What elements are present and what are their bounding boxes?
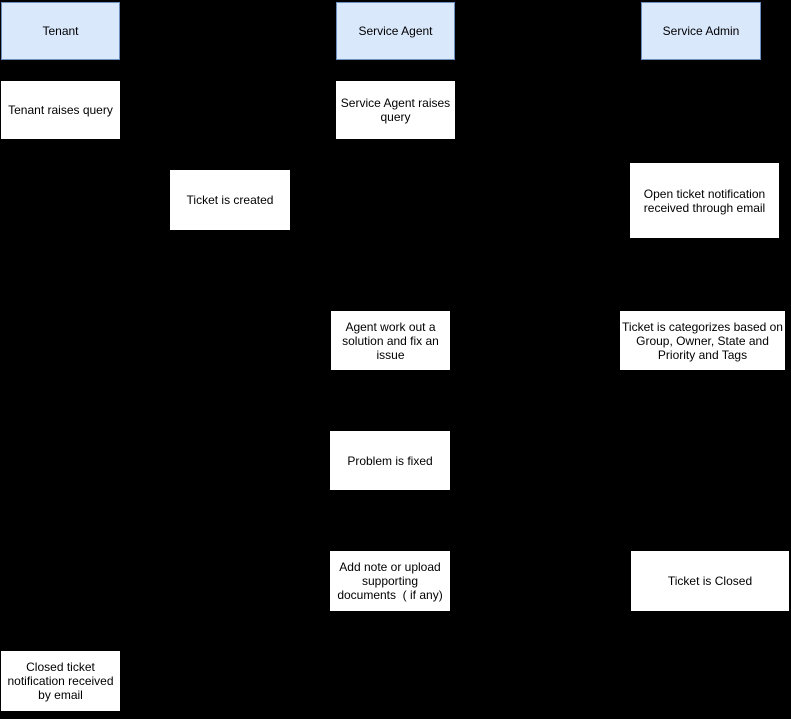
node-agent-work-out-solution: Agent work out a solution and fix an iss… [331, 311, 450, 370]
node-service-agent-raises-query: Service Agent raises query [336, 81, 455, 139]
node-ticket-categorized: Ticket is categorizes based on Group, Ow… [620, 311, 785, 370]
lane-header-service-admin-label: Service Admin [662, 24, 740, 38]
node-open-ticket-notification: Open ticket notification received throug… [630, 163, 779, 238]
lane-header-service-agent: Service Agent [336, 2, 455, 60]
node-add-note-upload-documents-label: Add note or upload supporting documents … [337, 560, 443, 602]
node-ticket-is-created-label: Ticket is created [186, 193, 274, 207]
node-tenant-raises-query-label: Tenant raises query [8, 103, 113, 117]
lane-header-tenant-label: Tenant [42, 24, 79, 38]
node-ticket-categorized-label: Ticket is categorizes based on Group, Ow… [622, 319, 783, 362]
lane-header-service-admin: Service Admin [641, 2, 761, 60]
node-open-ticket-notification-label: Open ticket notification received throug… [643, 186, 766, 215]
node-closed-ticket-notification-label: Closed ticket notification received by e… [7, 660, 114, 702]
node-add-note-upload-documents: Add note or upload supporting documents … [330, 551, 450, 611]
node-closed-ticket-notification: Closed ticket notification received by e… [1, 651, 120, 711]
node-agent-work-out-solution-label: Agent work out a solution and fix an iss… [342, 319, 439, 362]
node-ticket-is-closed-label: Ticket is Closed [667, 574, 753, 588]
lane-header-tenant: Tenant [1, 2, 120, 60]
node-ticket-is-closed: Ticket is Closed [631, 551, 789, 611]
node-problem-is-fixed-label: Problem is fixed [347, 453, 433, 468]
node-tenant-raises-query: Tenant raises query [1, 81, 120, 139]
node-service-agent-raises-query-label: Service Agent raises query [340, 96, 451, 124]
node-problem-is-fixed: Problem is fixed [330, 431, 450, 490]
node-ticket-is-created: Ticket is created [170, 170, 290, 230]
lane-header-service-agent-label: Service Agent [358, 24, 433, 38]
